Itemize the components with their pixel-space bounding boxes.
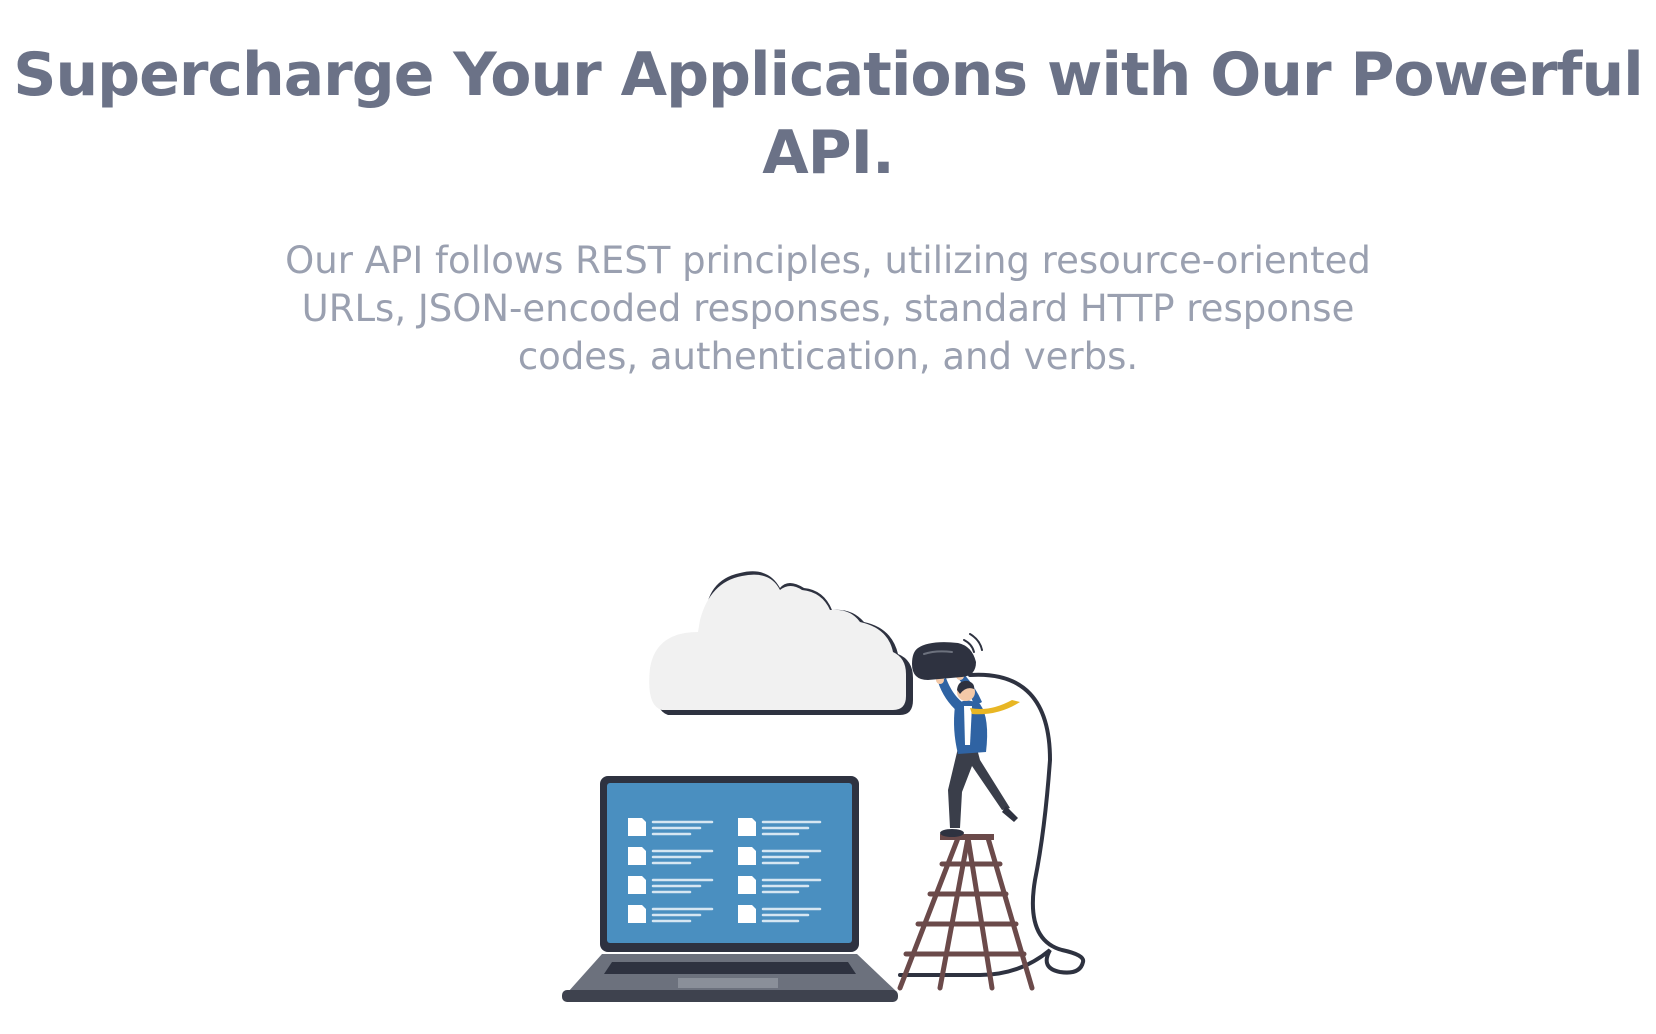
- page-description: Our API follows REST principles, utilizi…: [285, 239, 1371, 378]
- page-title: Supercharge Your Applications with Our P…: [13, 40, 1643, 188]
- screen-document-list: [628, 818, 822, 923]
- power-plug-icon: [912, 633, 983, 680]
- laptop-icon: [562, 776, 898, 1002]
- person-icon: [936, 672, 1020, 837]
- ladder-icon: [897, 834, 1035, 991]
- cable-icon: [898, 672, 1086, 977]
- cloud-icon: [649, 571, 913, 715]
